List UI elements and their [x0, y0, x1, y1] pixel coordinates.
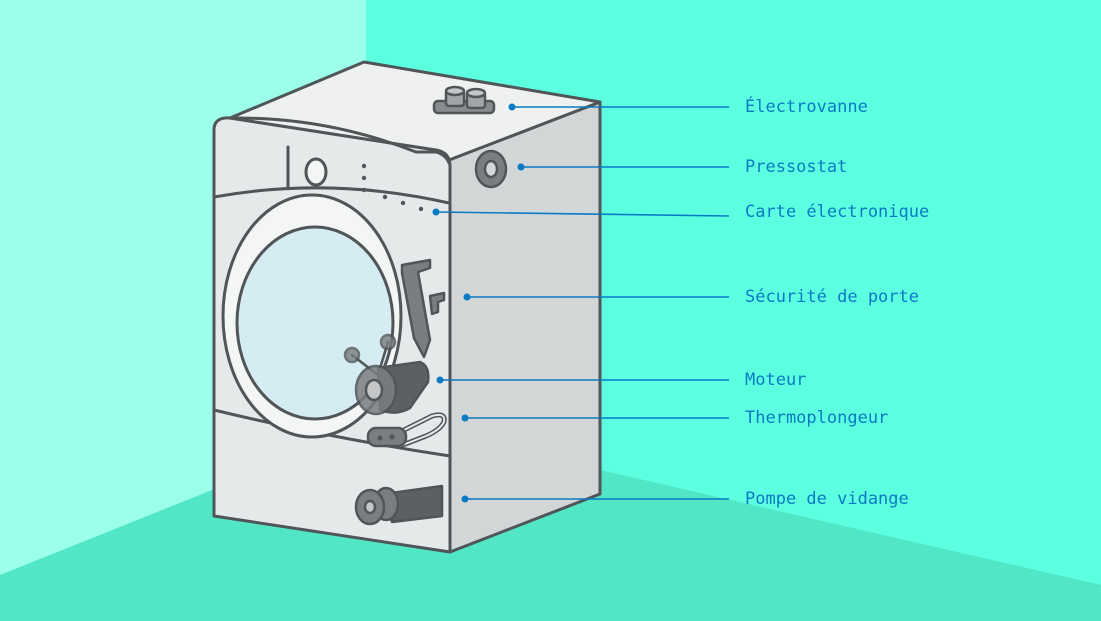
electrovanne-component	[432, 85, 496, 115]
label-pressostat: Pressostat	[745, 157, 848, 177]
door-safety-component	[400, 258, 446, 359]
label-thermoplongeur: Thermoplongeur	[745, 408, 889, 428]
detergent-drawer	[235, 116, 451, 165]
machine-side-panel	[447, 100, 602, 554]
machine-top	[228, 60, 602, 162]
callout-pompe-de-vidange	[461, 495, 729, 503]
motor-component	[343, 333, 430, 416]
callout-electrovanne	[508, 103, 729, 111]
callout-moteur	[436, 376, 729, 384]
control-panel-bottom	[212, 186, 451, 205]
control-buttons	[361, 163, 424, 212]
components	[343, 85, 508, 526]
callout-lines	[432, 103, 730, 503]
label-securite-de-porte: Sécurité de porte	[745, 287, 919, 307]
label-electrovanne: Électrovanne	[745, 97, 868, 117]
label-pompe-de-vidange: Pompe de vidange	[745, 489, 909, 509]
pompe-de-vidange-component	[354, 484, 444, 526]
callout-securite-de-porte	[463, 293, 729, 301]
callout-thermoplongeur	[461, 414, 729, 422]
thermoplongeur-component	[366, 412, 447, 449]
callout-carte-electronique	[432, 208, 730, 217]
control-knob	[304, 157, 328, 187]
label-moteur: Moteur	[745, 370, 807, 390]
callout-pressostat	[517, 163, 729, 171]
door-window	[235, 225, 395, 421]
label-carte-electronique: Carte électronique	[745, 202, 930, 222]
washing-machine	[212, 60, 602, 554]
pressostat-component	[474, 149, 508, 189]
